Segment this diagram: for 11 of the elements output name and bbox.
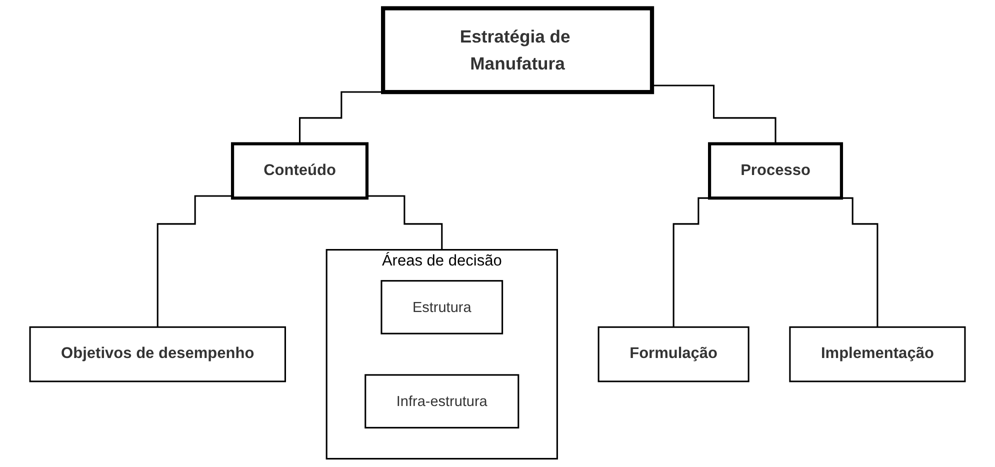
node-box: Estrutura: [380, 280, 504, 334]
node-box: Estratégia de Manufatura: [381, 6, 654, 94]
node-box: Infra-estrutura: [364, 374, 520, 428]
node-box: Objetivos de desempenho: [29, 326, 286, 382]
connector: [298, 91, 384, 145]
connector: [366, 195, 443, 251]
node-box: Formulação: [598, 326, 750, 382]
node-box: Conteúdo: [230, 142, 369, 200]
node-box: Processo: [708, 142, 844, 200]
connector: [156, 195, 233, 328]
node-box: Implementação: [789, 326, 966, 382]
